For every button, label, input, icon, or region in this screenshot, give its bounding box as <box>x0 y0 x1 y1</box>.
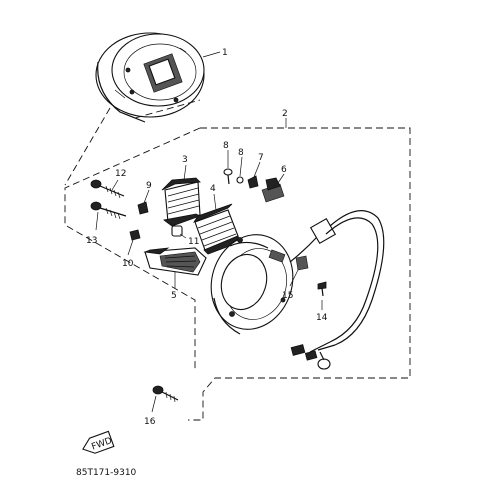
part-code: 85T171-9310 <box>76 468 137 478</box>
part-connector-block <box>261 177 285 203</box>
leader-7 <box>253 161 261 178</box>
part-coil-upper <box>161 177 202 227</box>
projection-line <box>64 107 111 186</box>
leader-14 <box>289 269 299 287</box>
callout-5: 3 <box>182 155 188 165</box>
part-screw <box>223 168 233 185</box>
leader-16 <box>151 395 157 413</box>
callout-13: 14 <box>316 313 328 323</box>
part-coil-lower <box>192 203 241 255</box>
fwd-arrow-icon <box>82 430 115 454</box>
leader-9 <box>111 179 119 191</box>
callout-10: 13 <box>86 236 97 246</box>
callout-1: 1 <box>222 48 228 58</box>
callout-9: 12 <box>115 169 126 179</box>
part-bolt-10 <box>90 201 127 220</box>
callout-2: 2 <box>282 109 288 119</box>
part-flywheel-rotor <box>95 32 205 123</box>
leader-15 <box>179 233 187 239</box>
leader-3 <box>213 193 217 211</box>
leader-8-lower <box>127 239 134 256</box>
part-bolt-9 <box>90 179 125 199</box>
part-bolt-16 <box>152 385 179 403</box>
callout-14: 15 <box>282 291 293 301</box>
part-washer <box>236 176 244 184</box>
part-clamp-upper <box>137 201 149 215</box>
part-cable-clamp <box>295 255 309 271</box>
assembly-boundary <box>64 127 411 421</box>
leader-10 <box>95 211 99 231</box>
callout-15: 11 <box>188 237 199 247</box>
part-collar <box>171 225 183 237</box>
part-pulser-coil <box>143 247 207 276</box>
part-clamp-lower <box>129 229 141 241</box>
callout-11: 8 <box>223 141 229 151</box>
leader-12 <box>239 156 243 177</box>
callout-8-upper: 9 <box>146 181 152 191</box>
leader-1 <box>202 51 221 58</box>
callout-7: 7 <box>258 153 264 163</box>
callout-16: 16 <box>144 417 156 427</box>
part-wire-harness <box>289 210 385 370</box>
callout-3: 4 <box>210 184 216 194</box>
leader-5 <box>183 164 187 181</box>
callout-4: 5 <box>171 291 177 301</box>
part-stator-plate <box>210 234 294 335</box>
part-clip <box>247 175 259 189</box>
callout-6: 6 <box>281 165 287 175</box>
projection-line <box>134 99 201 119</box>
part-small-screw <box>317 281 327 297</box>
leader-6 <box>277 173 285 184</box>
callout-8-lower: 10 <box>122 259 134 269</box>
leader-8-upper <box>143 189 150 204</box>
callout-12: 8 <box>238 148 244 158</box>
